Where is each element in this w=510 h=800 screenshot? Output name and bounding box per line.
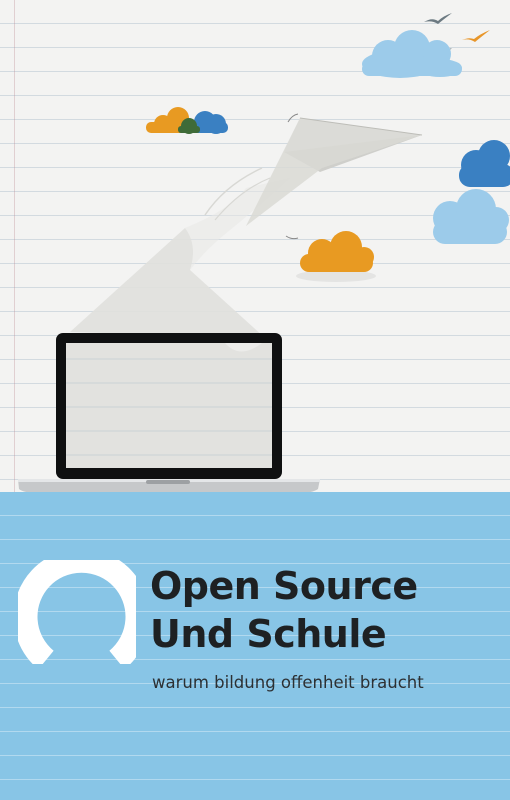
bird-icon [424, 13, 452, 24]
cloud-icon [433, 189, 509, 244]
cloud-icon [362, 30, 462, 78]
cloud-icon [146, 107, 228, 134]
paper-plane-icon [246, 113, 423, 240]
paper-sheet-icon [70, 167, 290, 338]
cover-title: Open Source Und Schule [150, 562, 418, 658]
laptop-icon [18, 333, 320, 493]
cover-subtitle: warum bildung offenheit braucht [152, 673, 424, 692]
paper-margin-line [14, 0, 15, 800]
bird-icon [462, 30, 490, 42]
title-line-2: Und Schule [150, 612, 387, 656]
cloud-icon [296, 231, 376, 282]
cover-illustration [18, 13, 510, 493]
title-line-1: Open Source [150, 564, 418, 608]
blue-title-band [0, 492, 510, 800]
cloud-icon [459, 140, 510, 187]
open-ring-logo-icon [18, 560, 136, 664]
